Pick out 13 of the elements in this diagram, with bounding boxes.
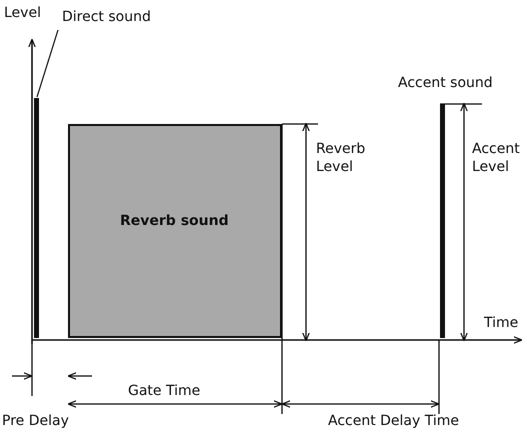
- dimension-label: Pre Delay: [2, 412, 69, 430]
- annotation-text: Reverb Level: [316, 140, 366, 176]
- leader-line: [36, 30, 59, 98]
- dimension-label: Gate Time: [128, 382, 200, 400]
- annotation-text: Reverb sound: [120, 212, 229, 230]
- axis-label: Level: [4, 4, 41, 22]
- direct-sound-bar: [34, 98, 39, 338]
- axis-label: Time: [484, 314, 518, 332]
- annotation-text: Direct sound: [62, 8, 151, 28]
- reverb-sound-block: [68, 124, 282, 338]
- dimension-label: Accent Delay Time: [328, 412, 460, 430]
- annotation-text: Accent sound: [398, 74, 493, 92]
- annotation-text: Accent Level: [472, 140, 521, 176]
